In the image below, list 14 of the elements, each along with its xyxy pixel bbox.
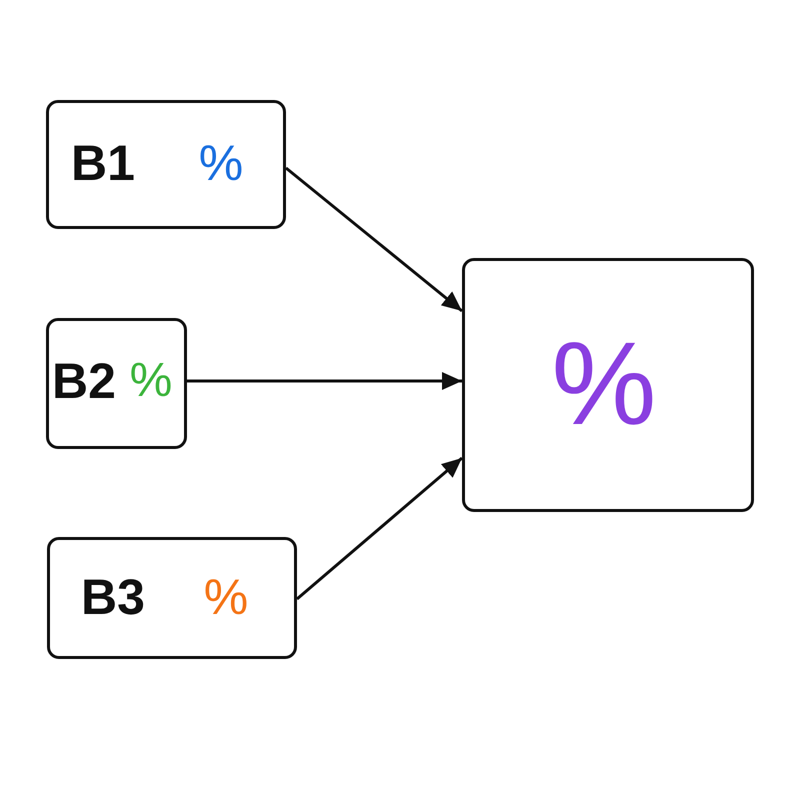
percent-label: % <box>130 357 172 405</box>
box-label: B1 <box>71 138 135 188</box>
percent-label: % <box>204 572 248 622</box>
input-box <box>46 100 286 229</box>
percent-label: % <box>198 138 244 188</box>
input-box <box>46 318 187 449</box>
arrow <box>285 166 463 312</box>
input-box <box>47 537 297 659</box>
result-box <box>462 258 754 512</box>
arrow <box>187 372 462 390</box>
arrow <box>296 456 463 600</box>
box-label: B2 <box>52 356 116 406</box>
box-label: B3 <box>81 572 145 622</box>
percent-label: % <box>552 325 656 443</box>
